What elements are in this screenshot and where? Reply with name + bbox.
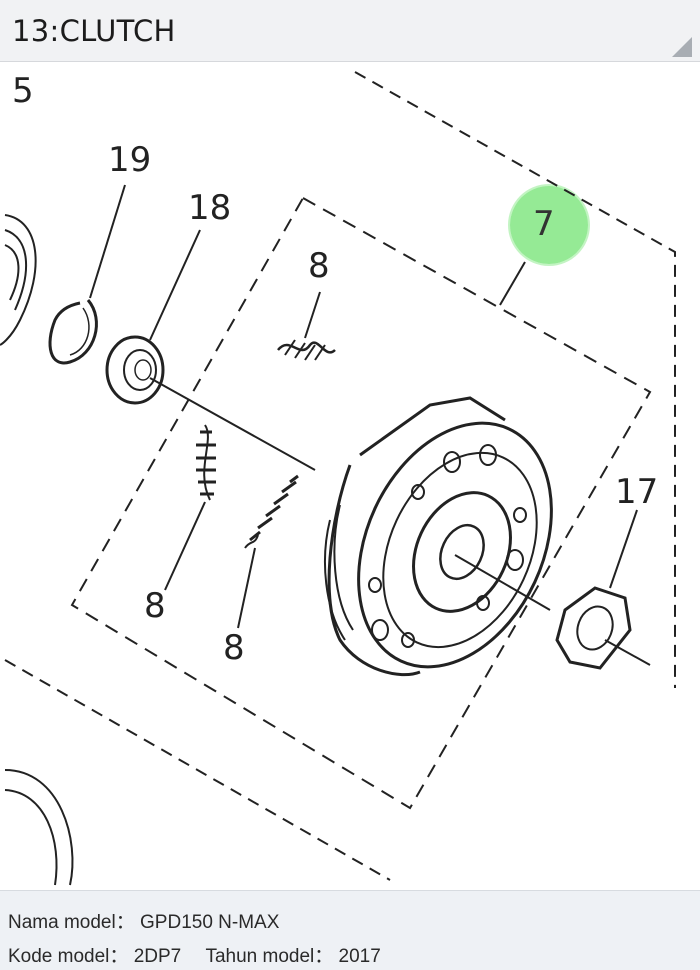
callout-8-top[interactable]: 8 [308,246,330,286]
callout-7[interactable]: 7 [533,204,555,244]
model-info-panel: Nama model： GPD150 N-MAX Kode model： 2DP… [0,890,700,970]
selected-part-highlight [510,186,588,264]
model-code-label: Kode model [8,946,110,967]
parts-diagram[interactable]: 5 19 18 7 8 8 8 17 [0,62,700,890]
callout-5: 5 [12,71,34,111]
outer-frame-line [354,71,676,688]
model-year-label: Tahun model [205,946,315,967]
assembly-group-frame [70,196,652,810]
section-title: 13:CLUTCH [12,14,176,48]
callout-8-bottom[interactable]: 8 [223,628,245,668]
callout-8-left[interactable]: 8 [144,586,166,626]
model-name-label: Nama model [8,912,116,933]
dropdown-indicator-icon[interactable] [672,37,692,57]
section-selector[interactable]: 13:CLUTCH [0,0,700,62]
model-name-row: Nama model： GPD150 N-MAX [8,912,280,933]
model-code-value: 2DP7 [133,946,182,967]
model-code-row: Kode model： 2DP7 Tahun model： 2017 [8,946,381,967]
model-year-value: 2017 [338,946,381,967]
model-name-value: GPD150 N-MAX [140,912,280,933]
callout-17[interactable]: 17 [615,472,659,512]
callout-19[interactable]: 19 [108,140,152,180]
callout-18[interactable]: 18 [188,188,232,228]
clutch-exploded-view: 5 [0,71,676,886]
